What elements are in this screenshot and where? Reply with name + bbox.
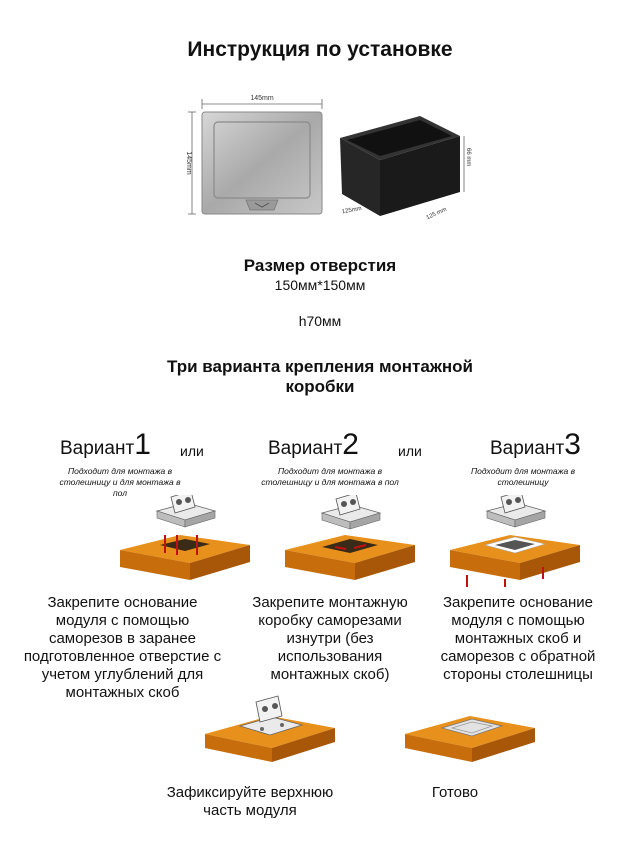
or-label-2: или: [398, 443, 422, 459]
variant-3-step-line: саморезов с обратной: [440, 648, 596, 665]
variant-2-step-line: изнутри (без: [286, 630, 374, 647]
mount-heading-line1: Три варианта крепления монтажной: [167, 357, 473, 376]
variant-1-step-line: подготовленное отверстие с: [23, 648, 222, 665]
top-width-label: 145mm: [250, 95, 274, 102]
variant-1-illustration: [120, 495, 250, 580]
variant-3-note: Подходит для монтажа в столешницу: [448, 466, 598, 488]
or-label-1: или: [180, 443, 204, 459]
variant-1-note-line2: столешницу и для монтажа в: [59, 477, 181, 487]
done-step-text: Готово: [431, 784, 479, 801]
variant-2-note-line1: Подходит для монтажа в: [277, 466, 383, 476]
variant-2-step-line: коробку саморезами: [258, 612, 402, 629]
variant-1-step-line: саморезов в заранее: [48, 630, 197, 647]
done-illustration: [405, 716, 535, 762]
variant-2-step-text: Закрепите монтажную коробку саморезами и…: [240, 594, 420, 684]
box-front-label: 125mm: [341, 206, 362, 215]
variant-3-step-line: стороны столешницы: [443, 666, 593, 683]
variant-2-step-line: использования: [277, 648, 383, 665]
variant-1-step-line: учетом углублений для: [41, 666, 204, 683]
variant-1-number: 1: [134, 428, 151, 461]
variant-2-step-line: Закрепите монтажную: [252, 594, 408, 611]
top-width-dimension: 145mm: [201, 95, 323, 109]
variant-3-number: 3: [564, 428, 581, 461]
hole-height: h70мм: [298, 313, 342, 329]
variant-3-label: Вариант3: [490, 428, 581, 462]
fix-top-line1: Зафиксируйте верхнюю: [166, 784, 334, 801]
variant-1-step-text: Закрепите основание модуля с помощью сам…: [20, 594, 225, 702]
hole-heading: Размер отверстия: [243, 256, 397, 275]
fix-top-step-text: Зафиксируйте верхнюю часть модуля: [150, 784, 350, 820]
variant-2-note-line2: столешницу и для монтажа в пол: [261, 477, 399, 487]
variant-1-note-line1: Подходит для монтажа в: [67, 466, 173, 476]
product-images: 145mm 145mm 66 mm 125mm 125 mm: [185, 95, 471, 221]
mounting-box-photo: 66 mm 125mm 125 mm: [340, 116, 471, 221]
variant-1-note: Подходит для монтажа в столешницу и для …: [30, 466, 210, 499]
variant-1-step-line: Закрепите основание: [47, 594, 198, 611]
variant-2-illustration: [285, 495, 415, 580]
box-side-label: 125 mm: [426, 207, 448, 222]
fix-top-line2: часть модуля: [203, 802, 297, 819]
page-title: Инструкция по установке: [187, 38, 453, 61]
variant-3-note-line2: столешницу: [497, 477, 549, 487]
variant-3-word: Вариант: [490, 438, 565, 459]
variant-3-note-line1: Подходит для монтажа в: [470, 466, 576, 476]
variant-2-step-line: монтажных скоб): [270, 666, 390, 683]
variant-1-label: Вариант1: [60, 428, 151, 462]
variant-1-note-line3: пол: [112, 488, 127, 498]
mount-heading: Три варианта крепления монтажной коробки: [0, 357, 640, 397]
variant-3-step-line: модуля с помощью: [451, 612, 585, 629]
variant-2-number: 2: [342, 428, 359, 461]
side-height-label: 145mm: [185, 151, 192, 175]
variant-3-step-text: Закрепите основание модуля с помощью мон…: [428, 594, 608, 684]
variant-2-note: Подходит для монтажа в столешницу и для …: [240, 466, 420, 488]
variant-1-step-line: модуля с помощью: [55, 612, 190, 629]
variant-1-word: Вариант: [60, 438, 135, 459]
variant-3-step-line: Закрепите основание: [443, 594, 593, 611]
fix-top-illustration: [205, 695, 335, 762]
box-depth-label: 66 mm: [465, 148, 471, 166]
variant-2-word: Вариант: [268, 438, 343, 459]
side-height-dimension: 145mm: [185, 111, 196, 215]
hole-size: 150мм*150мм: [274, 277, 366, 293]
variant-2-label: Вариант2: [268, 428, 359, 462]
variant-3-illustration: [450, 495, 580, 587]
variant-3-step-line: монтажных скоб и: [454, 630, 582, 647]
variant-1-step-line: монтажных скоб: [65, 684, 180, 701]
mount-heading-line2: коробки: [285, 377, 355, 396]
steel-lid-photo: [201, 111, 323, 215]
